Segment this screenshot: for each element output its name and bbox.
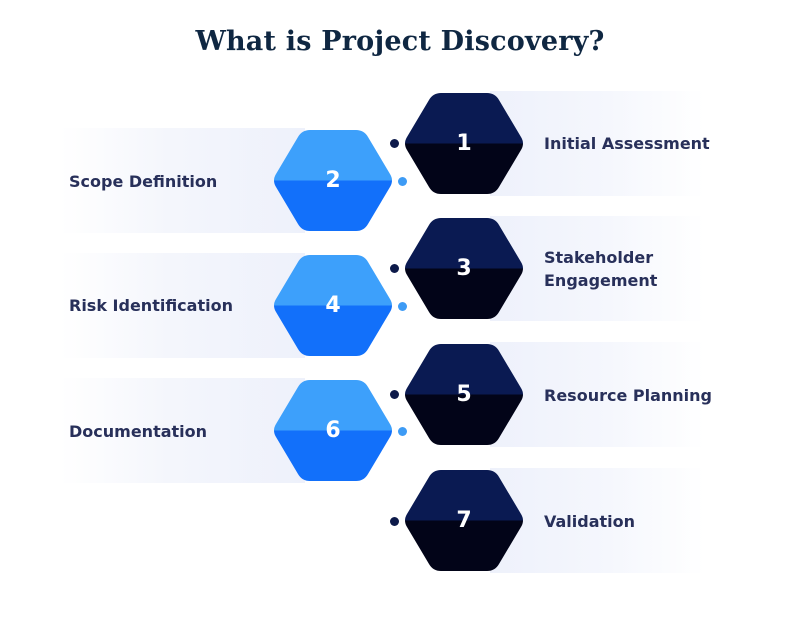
hexagon-shape-icon [405,344,523,445]
step-4-hexagon: 4 [274,253,392,358]
step-number: 5 [456,382,472,407]
step-3-panel [490,216,705,321]
step-5-hexagon: 5 [405,342,523,447]
step-7-label: Validation [544,512,636,531]
step-7-hexagon: 7 [405,468,523,573]
diagram-title: What is Project Discovery? [195,26,605,57]
step-6-label: Documentation [69,422,208,441]
hexagon-shape-icon [274,130,392,231]
step-number: 2 [325,168,341,193]
step-5-label: Resource Planning [544,386,712,405]
step-number: 6 [325,418,341,443]
step-number: 7 [456,508,472,533]
hexagon-shape-icon [274,255,392,356]
step-1-hexagon: 1 [405,91,523,196]
step-number: 1 [456,131,472,156]
step-5-panel [490,342,705,447]
step-3-hexagon: 3 [405,216,523,321]
step-6-panel [60,378,305,483]
connector-dot-light [398,302,407,311]
step-4-label: Risk Identification [69,296,233,315]
step-7-panel [490,468,705,573]
connector-dot-dark [390,517,399,526]
step-6-hexagon: 6 [274,378,392,483]
step-3-label: Stakeholder Engagement [544,248,658,290]
hexagon-shape-icon [274,380,392,481]
connector-dot-dark [390,139,399,148]
step-number: 4 [325,293,341,318]
connector-dot-light [398,177,407,186]
step-2-hexagon: 2 [274,128,392,233]
connector-dot-dark [390,264,399,273]
connector-dot-light [398,427,407,436]
step-4-panel [60,253,305,358]
step-1-panel [490,91,705,196]
hexagon-shape-icon [405,218,523,319]
hexagon-shape-icon [405,470,523,571]
connector-dot-dark [390,390,399,399]
step-number: 3 [456,256,472,281]
step-2-label: Scope Definition [69,172,218,191]
hexagon-shape-icon [405,93,523,194]
step-2-panel [60,128,305,233]
step-1-label: Initial Assessment [544,134,710,153]
